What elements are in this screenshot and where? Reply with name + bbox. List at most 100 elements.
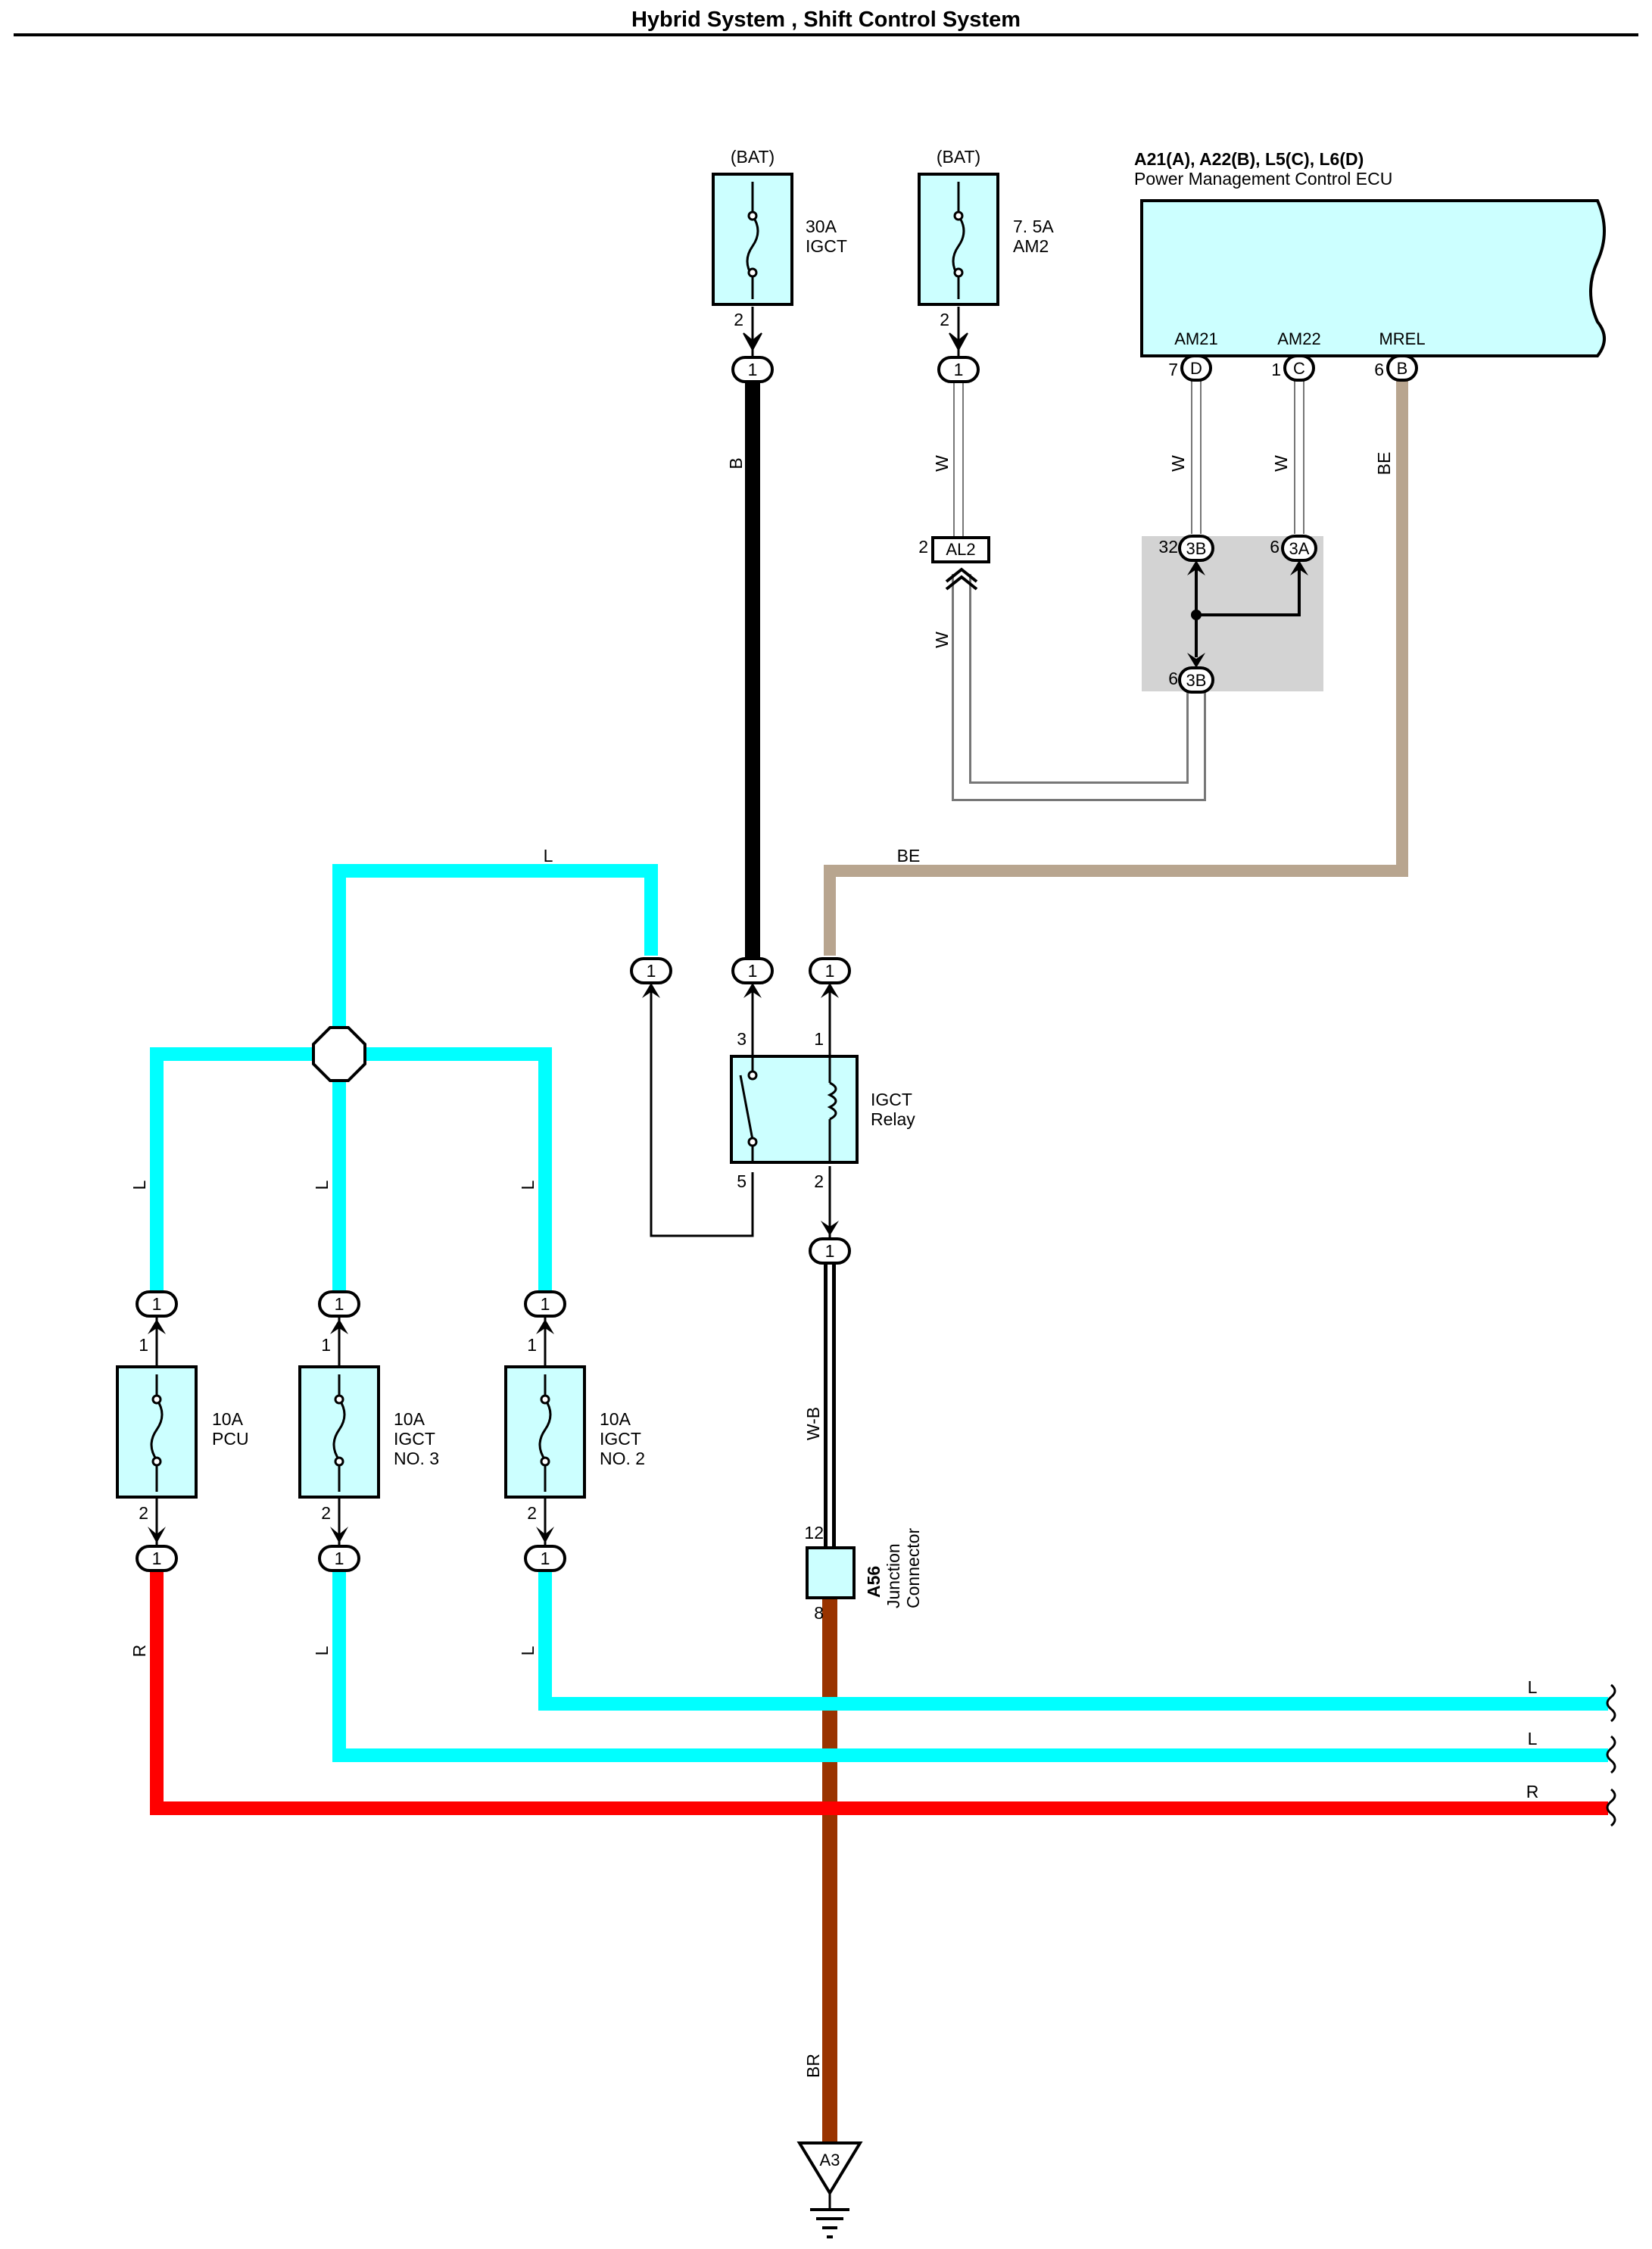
connector-al2-body [931, 536, 990, 563]
fuse-source-label: (BAT) [731, 147, 775, 167]
ground-triangle [796, 2141, 863, 2196]
pin-label: 2 [527, 1503, 537, 1523]
terminal-number: 1 [825, 1241, 835, 1261]
terminal-oval-shape [524, 1545, 566, 1572]
splice-octagon [312, 1026, 366, 1082]
fuse-igct-no3: 1 10A IGCT NO. 3 2 [298, 1319, 439, 1543]
terminal-number: 1 [748, 961, 758, 981]
terminal-number: 1 [748, 360, 758, 379]
pin-number: 2 [918, 537, 928, 557]
wire-relay-5 [650, 984, 754, 1237]
ecu-codes: A21(A), A22(B), L5(C), L6(D) [1134, 149, 1364, 169]
terminal-oval: 1 [318, 1545, 360, 1572]
connector-terminals: 1 1 1 1 1 1 1 1 1 1 1 1 [136, 356, 980, 1572]
fuse-icon [538, 1374, 552, 1492]
terminal-number: 1 [335, 1294, 344, 1314]
fuse-igct-30a: (BAT) 30A IGCT 2 [712, 147, 847, 352]
wire-label-w: W [932, 632, 952, 648]
fuse-name: NO. 2 [600, 1449, 645, 1468]
break-mark-1 [1606, 1683, 1616, 1723]
pin-number: 8 [814, 1603, 824, 1623]
arrow-down-icon [148, 1527, 166, 1543]
connector-al2: 2 AL2 [918, 536, 990, 591]
splice-dot [1191, 610, 1202, 620]
terminal-c [1283, 354, 1315, 382]
pin-label: 1 [321, 1335, 331, 1355]
pin-number: 6 [1168, 669, 1178, 688]
ground-a3: A3 [796, 2141, 863, 2238]
fuse-rating: 30A [806, 217, 837, 236]
fuse-rating: 10A [212, 1409, 244, 1429]
arrow-up-icon [821, 983, 839, 998]
wire-be [824, 379, 1408, 956]
arrow-down-icon [1187, 653, 1205, 668]
wire-label-l: L [518, 1645, 538, 1655]
terminal-number: 1 [541, 1294, 550, 1314]
wire-label-l: L [312, 1180, 332, 1190]
terminal-3b-top [1178, 535, 1214, 562]
terminal-label: 3A [1289, 539, 1310, 558]
wire-label-l: L [312, 1645, 332, 1655]
terminal-number: 1 [152, 1549, 162, 1568]
ecu-name: Power Management Control ECU [1134, 169, 1392, 189]
wire-label-l: L [1528, 1677, 1538, 1697]
terminal-oval: 1 [731, 957, 774, 984]
relay-coil-icon [827, 1081, 837, 1121]
relay-name: Relay [871, 1109, 915, 1129]
fuse-rating: 10A [600, 1409, 631, 1429]
ecu-pin-label: AM22 [1277, 329, 1320, 348]
pin-number: 32 [1158, 537, 1178, 557]
terminal-label: B [1397, 359, 1408, 378]
terminal-number: 1 [954, 360, 964, 379]
wire-label-be: BE [897, 846, 921, 866]
pin-number: 6 [1270, 537, 1280, 557]
pin-label: 2 [321, 1503, 331, 1523]
fuse-icon [150, 1374, 164, 1492]
terminal-3a [1281, 535, 1317, 562]
pin-label: 1 [527, 1335, 537, 1355]
arrow-down-icon [743, 332, 762, 352]
wire-label-l: L [129, 1180, 149, 1190]
page-title: Hybrid System , Shift Control System [631, 8, 1021, 32]
igct-relay: 3 1 IGCT Relay 5 2 [730, 1029, 915, 1191]
wires [150, 307, 1608, 2143]
terminal-oval-shape [318, 1545, 360, 1572]
fuse-icon [332, 1374, 346, 1492]
terminal-oval: 1 [136, 1290, 178, 1318]
power-management-ecu: A21(A), A22(B), L5(C), L6(D) Power Manag… [1134, 149, 1606, 382]
fuse-igct-no2: 1 10A IGCT NO. 2 2 [504, 1319, 645, 1543]
connector-label: AL2 [946, 540, 975, 559]
wire-label-w: W [932, 455, 952, 472]
wire-label-l: L [518, 1180, 538, 1190]
wire-label-be: BE [1374, 452, 1394, 476]
relay-switch-icon [739, 1075, 754, 1140]
junction-connector-code: A56 [864, 1566, 884, 1598]
pin-label: 2 [734, 310, 743, 329]
ground-label: A3 [820, 2151, 840, 2169]
pin-number: 12 [804, 1523, 824, 1542]
terminal-number: 1 [541, 1549, 550, 1568]
terminal-number: 1 [152, 1294, 162, 1314]
terminal-oval: 1 [524, 1545, 566, 1572]
arrow-up-icon [1290, 560, 1308, 576]
terminal-3b-bottom [1178, 666, 1214, 694]
wire-break-marks [1606, 1683, 1616, 1827]
relay-name: IGCT [871, 1090, 912, 1109]
terminal-oval-shape [630, 957, 672, 984]
chevron-up-icon [945, 567, 978, 583]
terminal-oval-shape [809, 957, 851, 984]
arrow-up-icon [743, 983, 762, 998]
wire-label-wb: W-B [803, 1407, 823, 1440]
terminal-oval: 1 [731, 356, 774, 383]
arrow-up-icon [330, 1319, 348, 1334]
wire-color-labels: B W W W W BE BE L L L L W-B R L L L L R … [129, 452, 1538, 2078]
arrow-up-icon [1187, 560, 1205, 576]
fuse-name: NO. 3 [394, 1449, 439, 1468]
fuse-rating: 7. 5A [1013, 217, 1054, 236]
arrow-up-icon [536, 1319, 554, 1334]
ecu-body [1140, 199, 1606, 357]
terminal-number: 1 [335, 1549, 344, 1568]
terminal-label: D [1190, 359, 1202, 378]
break-mark-2 [1606, 1735, 1616, 1774]
